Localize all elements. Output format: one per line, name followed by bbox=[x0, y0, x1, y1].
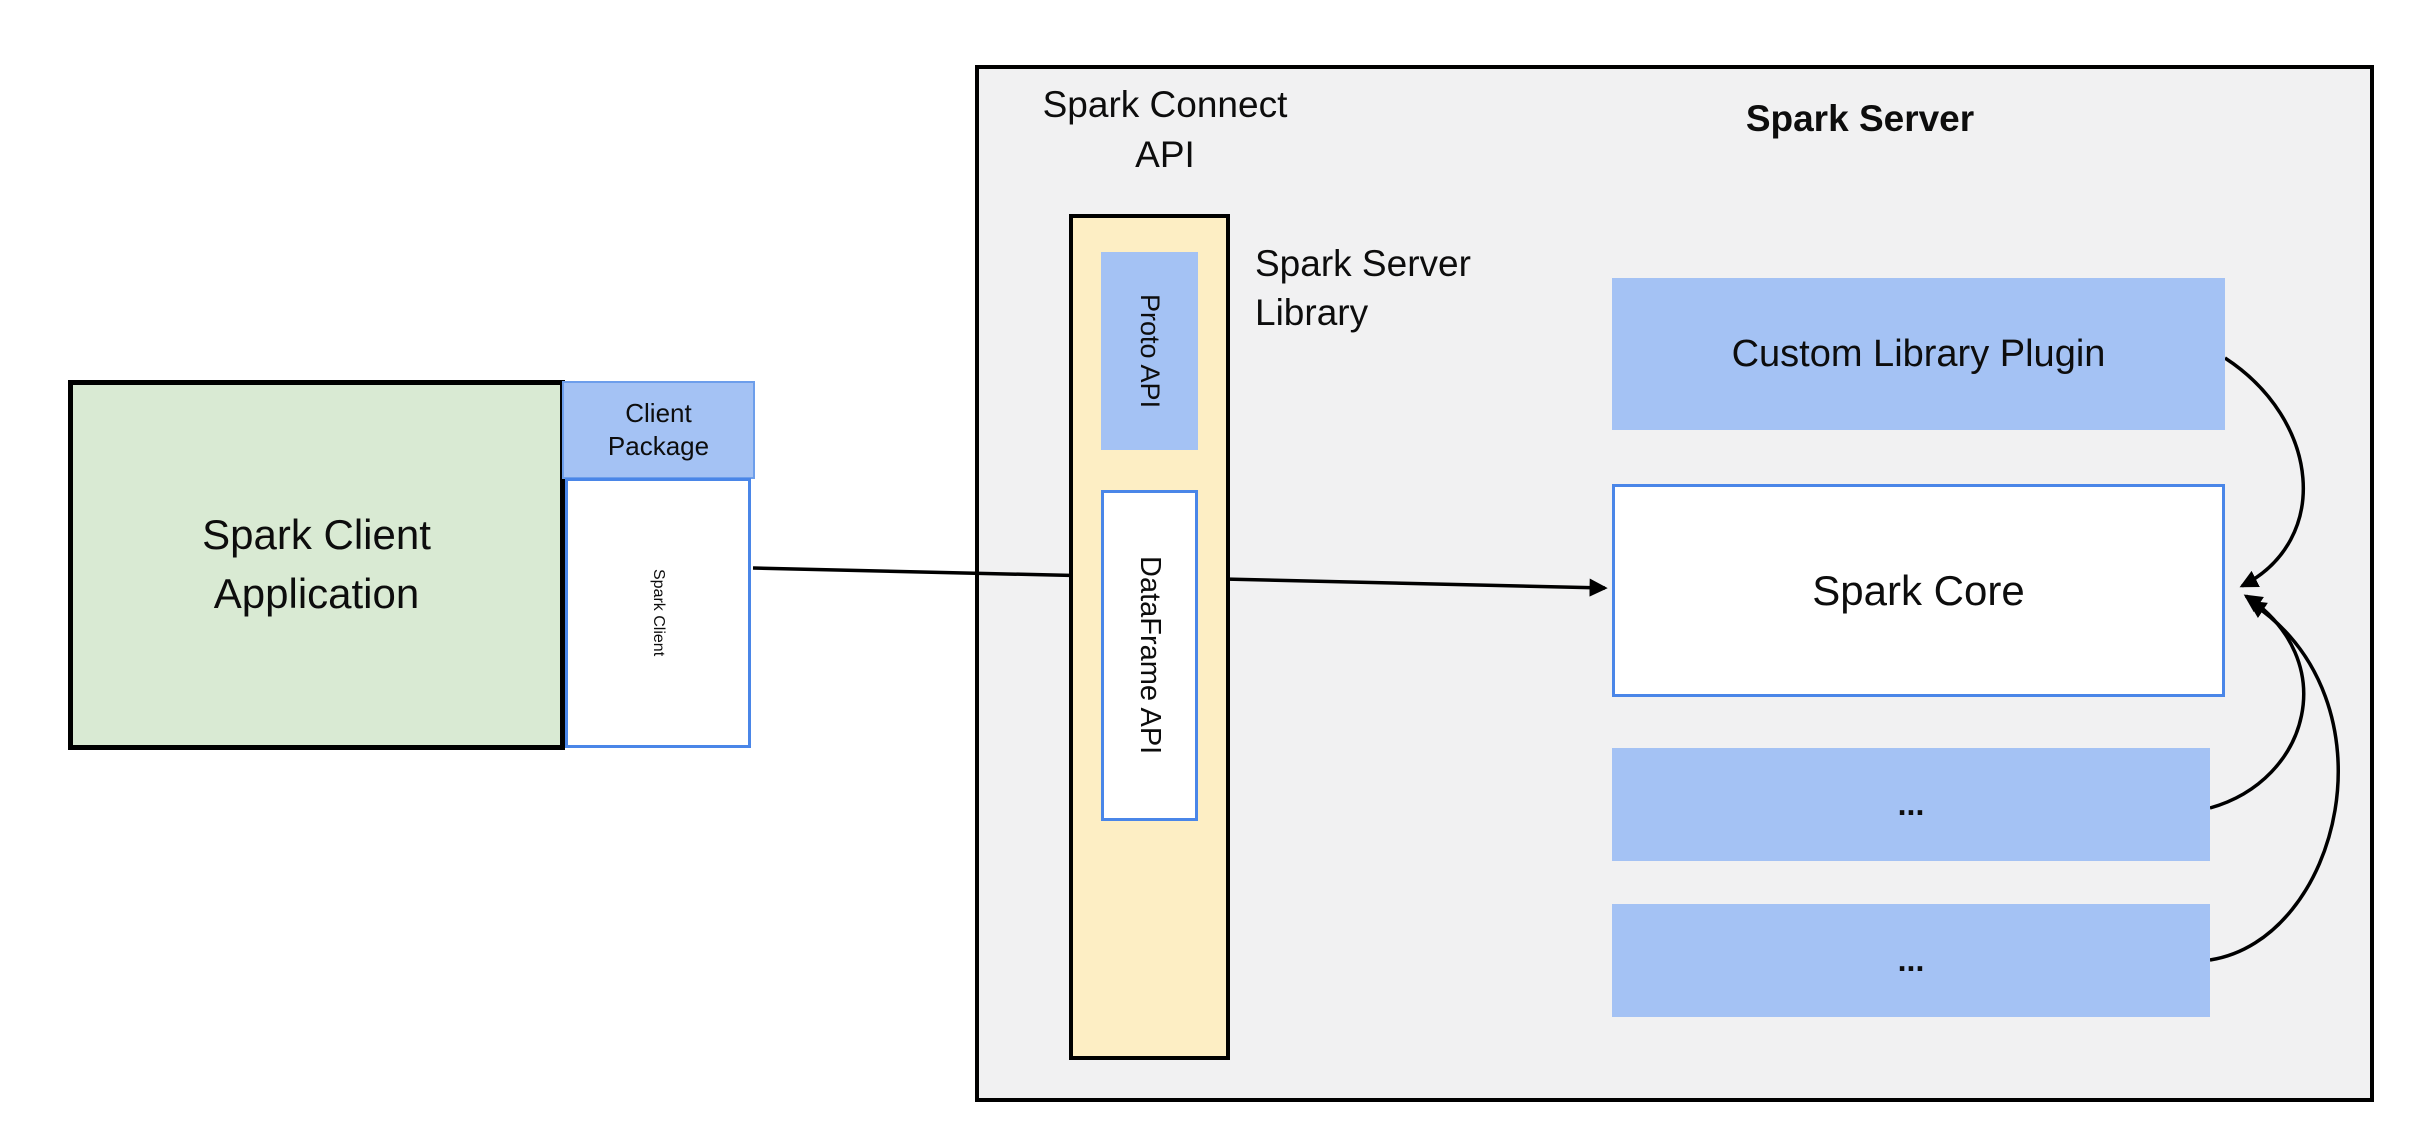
spark-core-label: Spark Core bbox=[1812, 566, 2025, 614]
spark-client-application-label: Spark Client Application bbox=[202, 511, 431, 617]
spark-client-application-box: Spark Client Application bbox=[68, 380, 565, 750]
library-module-box-1: ... bbox=[1612, 748, 2210, 861]
spark-server-title: Spark Server bbox=[1745, 98, 1975, 139]
client-package-box: Client Package bbox=[562, 381, 755, 479]
dataframe-api-label: DataFrame API bbox=[1134, 556, 1166, 755]
spark-client-box: Spark Client bbox=[565, 478, 751, 748]
library-module-box-2: ... bbox=[1612, 904, 2210, 1017]
custom-library-plugin-label: Custom Library Plugin bbox=[1731, 332, 2106, 375]
spark-client-label: Spark Client bbox=[650, 569, 667, 657]
proto-api-label: Proto API bbox=[1135, 293, 1165, 409]
client-package-label: Client Package bbox=[607, 397, 710, 461]
proto-api-box: Proto API bbox=[1101, 252, 1198, 450]
library-module-2-label: ... bbox=[1897, 942, 1925, 978]
library-module-1-label: ... bbox=[1897, 786, 1925, 822]
dataframe-api-box: DataFrame API bbox=[1101, 490, 1198, 821]
spark-core-box: Spark Core bbox=[1612, 484, 2225, 697]
spark-connect-api-label: Spark Connect API bbox=[1042, 84, 1288, 175]
custom-library-plugin-box: Custom Library Plugin bbox=[1612, 278, 2225, 430]
spark-server-library-label: Spark Server Library bbox=[1255, 243, 1471, 333]
